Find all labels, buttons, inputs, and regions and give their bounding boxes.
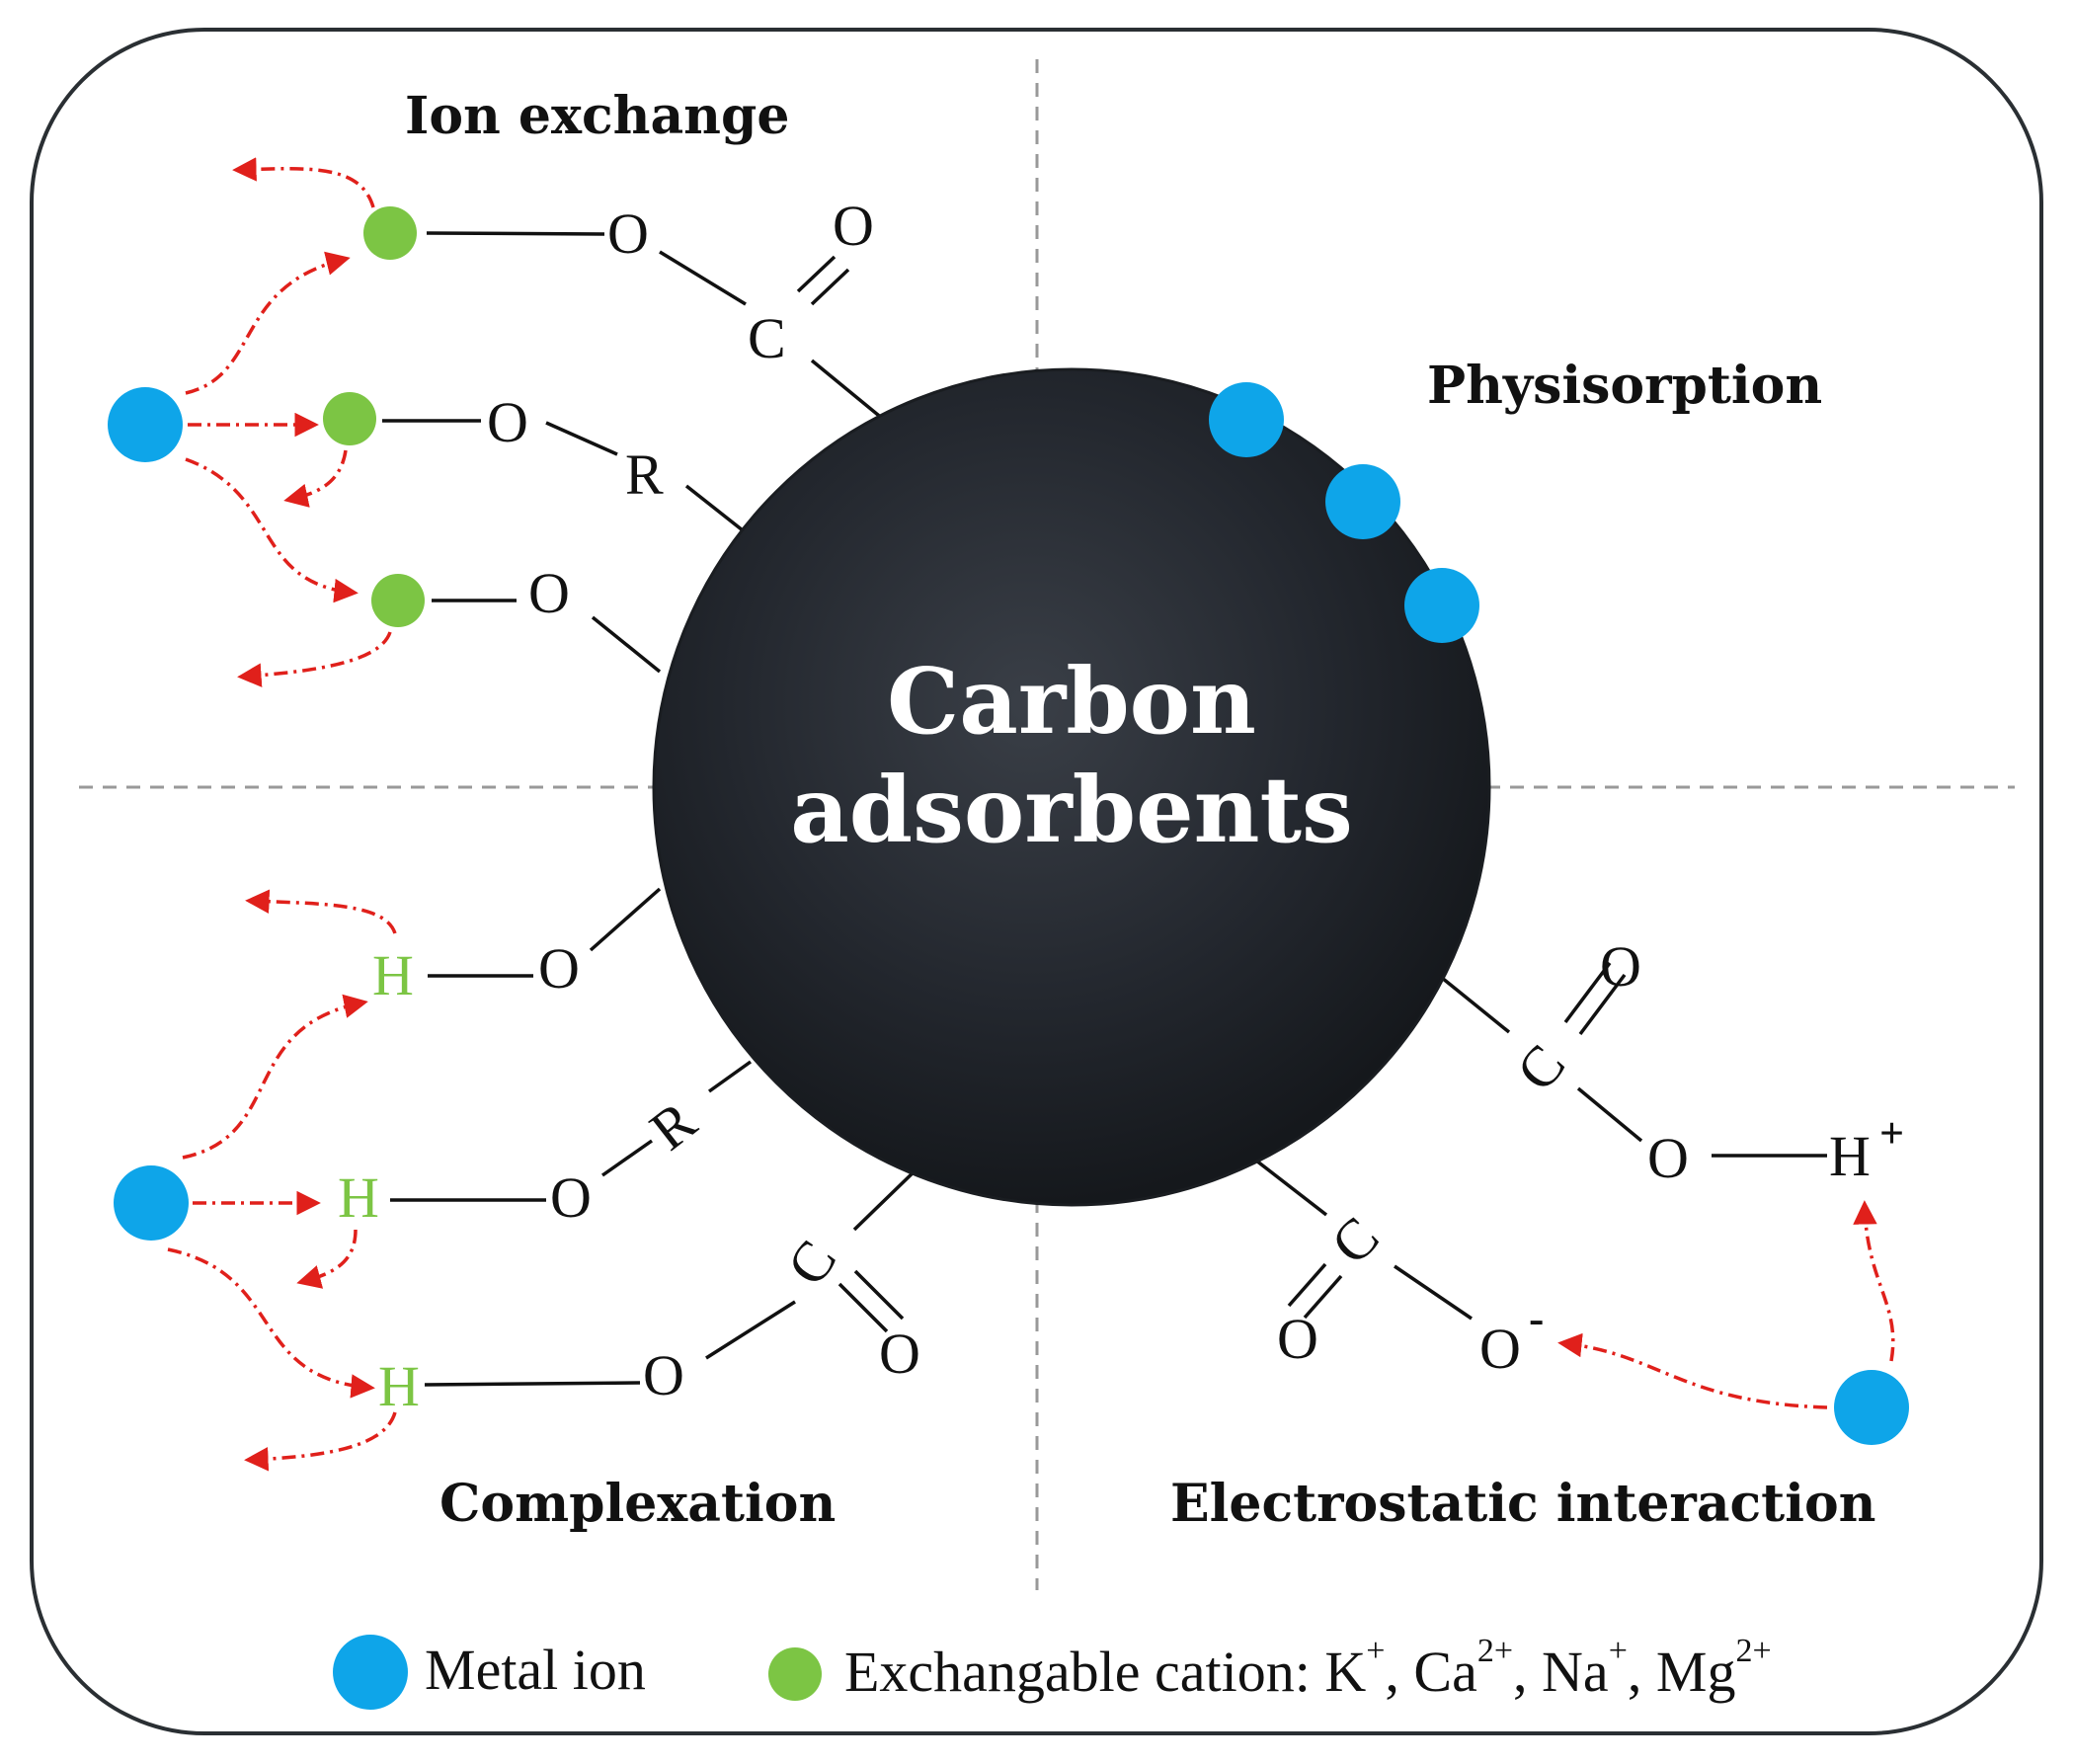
- metal-ion: [1404, 568, 1479, 643]
- bond: [796, 255, 837, 293]
- legend-mg: , Mg: [1628, 1640, 1736, 1704]
- legend-metal-ion-label: Metal ion: [425, 1638, 646, 1702]
- bond: [1440, 976, 1511, 1034]
- physisorption-group: [1209, 382, 1479, 643]
- atom-o: O: [833, 194, 874, 258]
- legend-exchangeable-cation-icon: [768, 1647, 822, 1701]
- legend-ca: , Ca: [1385, 1640, 1476, 1704]
- title-ion-exchange: Ion exchange: [405, 86, 789, 146]
- bond: [1303, 1274, 1343, 1320]
- atom-o: O: [538, 936, 580, 1001]
- bond: [424, 1381, 641, 1387]
- bond: [1254, 1159, 1328, 1217]
- legend-k: Exchangable cation: K: [844, 1640, 1366, 1704]
- center-label-line1: Carbon: [887, 648, 1256, 755]
- electrostatic-arrow: [1853, 1200, 1895, 1362]
- complexation-arrow: [245, 889, 397, 934]
- atom-r: R: [638, 1088, 708, 1163]
- atom-o: O: [879, 1322, 920, 1386]
- atom-o: O: [1479, 1317, 1521, 1381]
- atom-o: O: [607, 201, 649, 266]
- bond: [810, 268, 850, 306]
- complexation-arrow: [244, 1411, 397, 1472]
- atom-c: C: [1318, 1204, 1391, 1276]
- legend-na-charge: +: [1609, 1633, 1628, 1669]
- bond: [1578, 973, 1627, 1036]
- center-label-line2: adsorbents: [790, 757, 1353, 863]
- bond: [837, 1282, 889, 1333]
- atom-r: R: [625, 442, 664, 507]
- bond: [589, 887, 662, 952]
- exchange-arrow: [185, 251, 351, 395]
- legend-metal-ion-icon: [333, 1635, 408, 1710]
- carbon-adsorbent-sphere: Carbon adsorbents: [652, 367, 1491, 1207]
- metal-ion: [1325, 464, 1400, 539]
- atom-c: C: [774, 1229, 848, 1297]
- atom-o: O: [643, 1343, 684, 1407]
- atom-h: H: [1829, 1124, 1871, 1188]
- bond: [1287, 1262, 1327, 1308]
- charge-minus: -: [1529, 1293, 1544, 1343]
- atom-o: O: [1600, 934, 1641, 999]
- bond: [810, 359, 886, 422]
- atom-c: C: [748, 306, 786, 370]
- exchangeable-cation: [323, 392, 376, 445]
- atom-o: O: [1277, 1307, 1318, 1371]
- bond: [1394, 1264, 1473, 1321]
- bond: [705, 1300, 796, 1360]
- bond: [659, 250, 747, 306]
- bond: [591, 615, 662, 674]
- legend-ca-charge: 2+: [1477, 1633, 1513, 1669]
- title-physisorption: Physisorption: [1427, 356, 1822, 416]
- exchangeable-cation: [363, 206, 417, 260]
- exchange-arrow: [283, 449, 348, 508]
- charge-plus: +: [1879, 1109, 1904, 1158]
- exchange-arrow: [185, 457, 359, 603]
- outer-frame: [30, 28, 2043, 1735]
- bond: [1563, 961, 1612, 1024]
- metal-ion: [108, 387, 183, 462]
- metal-ion: [114, 1165, 189, 1241]
- bond: [853, 1269, 905, 1321]
- ion-exchange-group: O C O O R O: [108, 157, 886, 687]
- metal-ion: [1209, 382, 1284, 457]
- legend-exchangeable-cation-label: Exchangable cation: K+, Ca2+, Na+, Mg2+: [844, 1633, 1772, 1704]
- electrostatic-arrow: [1557, 1332, 1828, 1409]
- atom-o: O: [528, 561, 570, 625]
- atom-o: O: [1647, 1126, 1689, 1190]
- bond: [852, 1163, 922, 1232]
- complexation-arrow: [182, 994, 368, 1160]
- exchange-arrow: [232, 157, 375, 208]
- atom-h: H: [338, 1165, 379, 1230]
- legend-k-charge: +: [1366, 1633, 1385, 1669]
- title-electrostatic-interaction: Electrostatic interaction: [1170, 1474, 1875, 1534]
- atom-o: O: [550, 1165, 592, 1230]
- title-complexation: Complexation: [439, 1474, 836, 1534]
- legend: Metal ion Exchangable cation: K+, Ca2+, …: [333, 1633, 1772, 1710]
- bond: [707, 1060, 753, 1093]
- bond: [426, 231, 605, 236]
- atom-o: O: [487, 390, 528, 454]
- atom-h: H: [372, 943, 414, 1007]
- exchange-arrow: [237, 631, 392, 687]
- bond: [1576, 1086, 1643, 1143]
- complexation-arrow: [167, 1247, 375, 1399]
- bond: [684, 484, 745, 532]
- bond: [545, 421, 618, 456]
- exchangeable-cation: [371, 574, 425, 627]
- legend-na: , Na: [1513, 1640, 1609, 1704]
- atom-h: H: [378, 1354, 420, 1418]
- metal-ion: [1834, 1370, 1909, 1445]
- atom-c: C: [1504, 1032, 1578, 1102]
- complexation-arrow: [296, 1229, 358, 1289]
- legend-mg-charge: 2+: [1735, 1633, 1771, 1669]
- bond: [600, 1139, 654, 1177]
